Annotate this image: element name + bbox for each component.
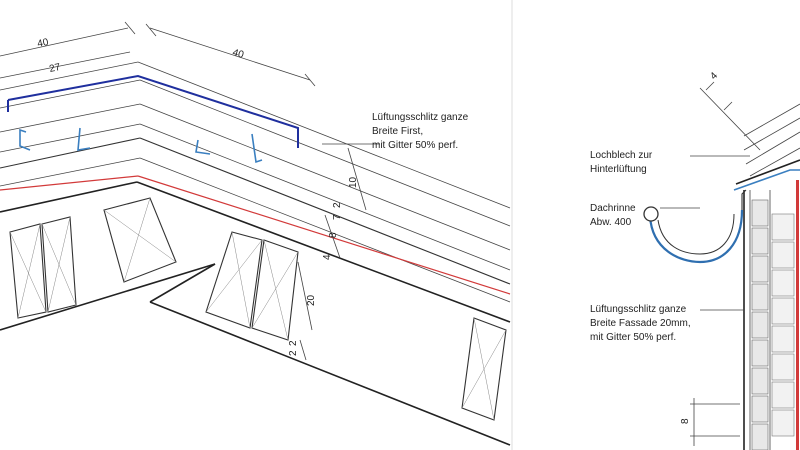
label-gutter: Dachrinne Abw. 400: [590, 203, 636, 228]
roof-layers-left: [0, 61, 216, 331]
dim-layer-8: 8: [328, 232, 339, 238]
facade-wall: [743, 180, 799, 450]
gutter: [643, 189, 747, 264]
dim-ridge-left-inner: 27: [48, 62, 62, 75]
dim-ridge-right: 40: [231, 47, 245, 61]
label-perforated-sheet: Lochblech zur Hinterlüftung: [590, 150, 653, 175]
dim-layer-20: 20: [306, 294, 317, 306]
dim-layer-2a: 2: [332, 202, 343, 208]
dim-layer-4: 4: [322, 254, 333, 260]
ridge-flashing: [7, 74, 299, 148]
rafter-6: [461, 317, 507, 421]
svg-text:Breite First,: Breite First,: [372, 126, 423, 137]
dim-layer-2b: 2: [288, 340, 299, 346]
svg-text:Lüftungsschlitz ganze: Lüftungsschlitz ganze: [372, 112, 469, 123]
svg-text:Abw. 400: Abw. 400: [590, 217, 632, 228]
rafter-1: [9, 223, 47, 319]
eave-detail: 4 8 Lochblech zur Hinterlüftung Dachrinn…: [590, 70, 800, 450]
eave-dimension-8: 8: [680, 398, 740, 446]
rafter-5: [251, 239, 299, 341]
dim-layer-10: 10: [348, 176, 359, 188]
svg-text:mit Gitter 50% perf.: mit Gitter 50% perf.: [590, 332, 676, 343]
dim-ridge-left-outer: 40: [36, 37, 50, 50]
svg-text:Breite Fassade 20mm,: Breite Fassade 20mm,: [590, 318, 691, 329]
svg-text:Lüftungsschlitz ganze: Lüftungsschlitz ganze: [590, 304, 687, 315]
facade-masonry: [751, 199, 795, 450]
perforated-sheet: [733, 169, 800, 191]
dim-layer-2c: 2: [288, 350, 299, 356]
label-ridge-vent: Lüftungsschlitz ganze Breite First, mit …: [372, 112, 469, 151]
eave-roof-layers: [735, 103, 800, 185]
svg-text:Hinterlüftung: Hinterlüftung: [590, 164, 647, 175]
ridge-vent-mesh: [19, 127, 263, 164]
roof-layers-right: [136, 61, 511, 446]
dim-layer-7: 7: [332, 214, 343, 220]
rafter-3: [103, 197, 177, 283]
rafter-4: [205, 231, 263, 329]
ridge-dimension-lines: [0, 21, 380, 361]
svg-text:mit Gitter 50% perf.: mit Gitter 50% perf.: [372, 140, 458, 151]
rafters: [9, 197, 507, 421]
ridge-detail: 40 27 40 10 2 7 8 4 20 2 2 Lüftungsschli…: [0, 21, 511, 446]
svg-text:4: 4: [708, 70, 720, 82]
svg-text:Dachrinne: Dachrinne: [590, 203, 636, 214]
rafter-2: [41, 216, 77, 313]
eave-dimension-4: 4: [699, 70, 761, 151]
sealing-membrane: [0, 175, 511, 295]
label-facade-vent: Lüftungsschlitz ganze Breite Fassade 20m…: [590, 304, 691, 343]
svg-text:Lochblech zur: Lochblech zur: [590, 150, 653, 161]
svg-text:8: 8: [680, 418, 691, 424]
